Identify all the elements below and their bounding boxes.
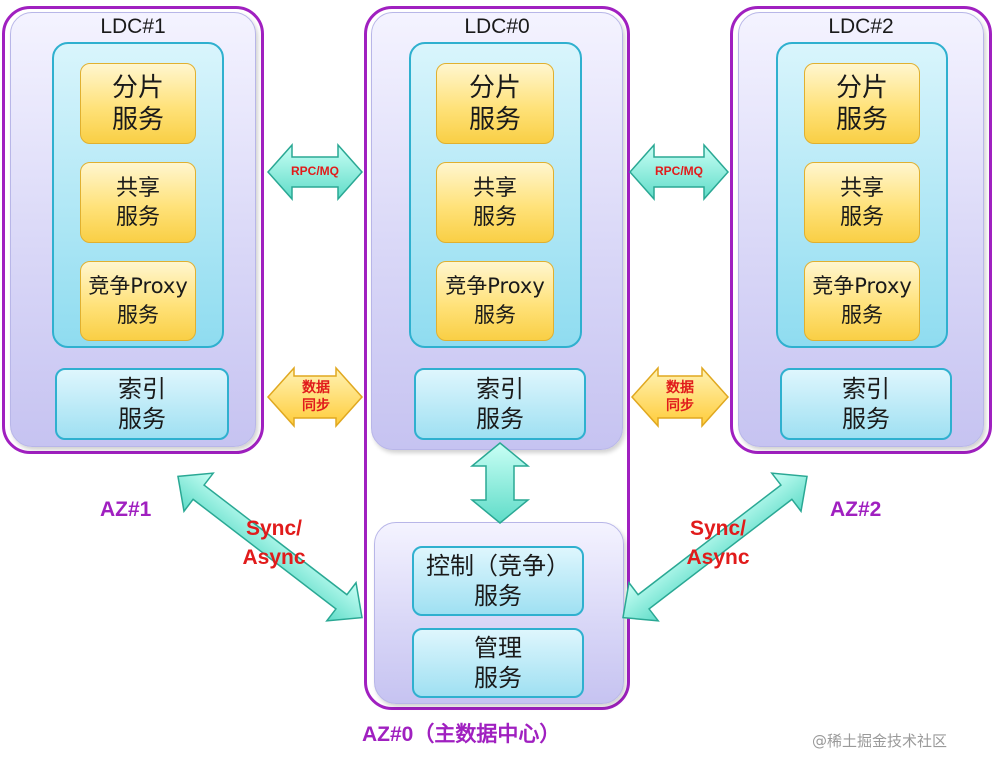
ldc2-proxy-line1: 竞争Proxy	[812, 274, 912, 298]
ldc0-shard-line2: 服务	[468, 104, 521, 135]
az2-label: AZ#2	[830, 498, 882, 521]
sync-async-right-label: Sync/ Async	[670, 514, 766, 572]
data-sync-left-label: 数据 同步	[295, 379, 337, 415]
ldc0-index-service: 索引 服务	[414, 368, 586, 440]
ldc2-proxy-line2: 服务	[841, 303, 883, 327]
sync-async-left-arrow	[177, 472, 363, 622]
ldc2-shared-line1: 共享	[839, 175, 884, 201]
control-service: 控制（竞争） 服务	[412, 546, 584, 616]
ldc2-shard-line2: 服务	[835, 104, 888, 135]
ldc0-index-line1: 索引	[476, 375, 524, 403]
ldc0-title: LDC#0	[464, 15, 530, 38]
sync-async-right-arrow	[622, 472, 808, 622]
ldc0-proxy-service: 竞争Proxy 服务	[436, 261, 554, 341]
az0-frame	[364, 6, 630, 710]
ldc2-index-line1: 索引	[842, 375, 890, 403]
data-sync-right-line2: 同步	[666, 398, 694, 414]
management-service: 管理 服务	[412, 628, 584, 698]
management-line1: 管理	[474, 634, 522, 662]
ldc1-shard-service: 分片 服务	[80, 63, 196, 144]
ldc0-proxy-line2: 服务	[474, 303, 516, 327]
ldc0-proxy-line1: 竞争Proxy	[445, 274, 545, 298]
az0-label: AZ#0（主数据中心）	[362, 723, 561, 746]
ldc1-index-line1: 索引	[118, 375, 166, 403]
data-sync-right-label: 数据 同步	[659, 379, 701, 415]
data-sync-right-line1: 数据	[666, 380, 694, 396]
ldc0-shard-service: 分片 服务	[436, 63, 554, 144]
control-line1: 控制（竞争）	[426, 552, 570, 580]
ldc1-shared-line2: 服务	[115, 204, 160, 230]
ldc1-shard-line1: 分片	[111, 72, 164, 103]
ldc2-shared-line2: 服务	[839, 204, 884, 230]
ldc1-proxy-line2: 服务	[117, 303, 159, 327]
ldc2-index-line2: 服务	[842, 405, 890, 433]
data-sync-right-arrow	[630, 366, 730, 428]
vertical-link-arrow	[469, 442, 531, 524]
rpc-right-arrow	[628, 143, 730, 201]
watermark-text: @稀土掘金技术社区	[812, 732, 948, 750]
ldc2-title: LDC#2	[828, 15, 894, 38]
sync-async-right-line1: Sync/	[689, 517, 747, 540]
ldc0-shared-service: 共享 服务	[436, 162, 554, 243]
ldc0-shared-line1: 共享	[472, 175, 517, 201]
ldc1-shared-service: 共享 服务	[80, 162, 196, 243]
ldc1-index-line2: 服务	[118, 405, 166, 433]
sync-async-left-line2: Async	[242, 546, 306, 569]
data-sync-left-arrow	[266, 366, 364, 428]
ldc1-shard-line2: 服务	[111, 104, 164, 135]
ldc1-proxy-line1: 竞争Proxy	[88, 274, 188, 298]
rpc-left-label: RPC/MQ	[291, 164, 339, 178]
management-line2: 服务	[474, 664, 522, 692]
data-sync-left-line2: 同步	[302, 398, 330, 414]
az1-label: AZ#1	[100, 498, 152, 521]
ldc0-shard-line1: 分片	[468, 72, 521, 103]
ldc1-index-service: 索引 服务	[55, 368, 229, 440]
sync-async-left-label: Sync/ Async	[226, 514, 322, 572]
ldc1-shared-line1: 共享	[115, 175, 160, 201]
rpc-right-label: RPC/MQ	[655, 164, 703, 178]
data-sync-left-line1: 数据	[302, 380, 330, 396]
ldc0-shared-line2: 服务	[472, 204, 517, 230]
ldc2-shard-service: 分片 服务	[804, 63, 920, 144]
sync-async-left-line1: Sync/	[245, 517, 303, 540]
az1-frame	[2, 6, 264, 454]
ldc2-shard-line1: 分片	[835, 72, 888, 103]
ldc2-shared-service: 共享 服务	[804, 162, 920, 243]
ldc1-proxy-service: 竞争Proxy 服务	[80, 261, 196, 341]
ldc0-index-line2: 服务	[476, 405, 524, 433]
rpc-left-arrow	[266, 143, 364, 201]
ldc2-proxy-service: 竞争Proxy 服务	[804, 261, 920, 341]
ldc1-title: LDC#1	[100, 15, 166, 38]
sync-async-right-line2: Async	[686, 546, 750, 569]
ldc2-index-service: 索引 服务	[780, 368, 952, 440]
control-line2: 服务	[474, 582, 522, 610]
az2-frame	[730, 6, 992, 454]
